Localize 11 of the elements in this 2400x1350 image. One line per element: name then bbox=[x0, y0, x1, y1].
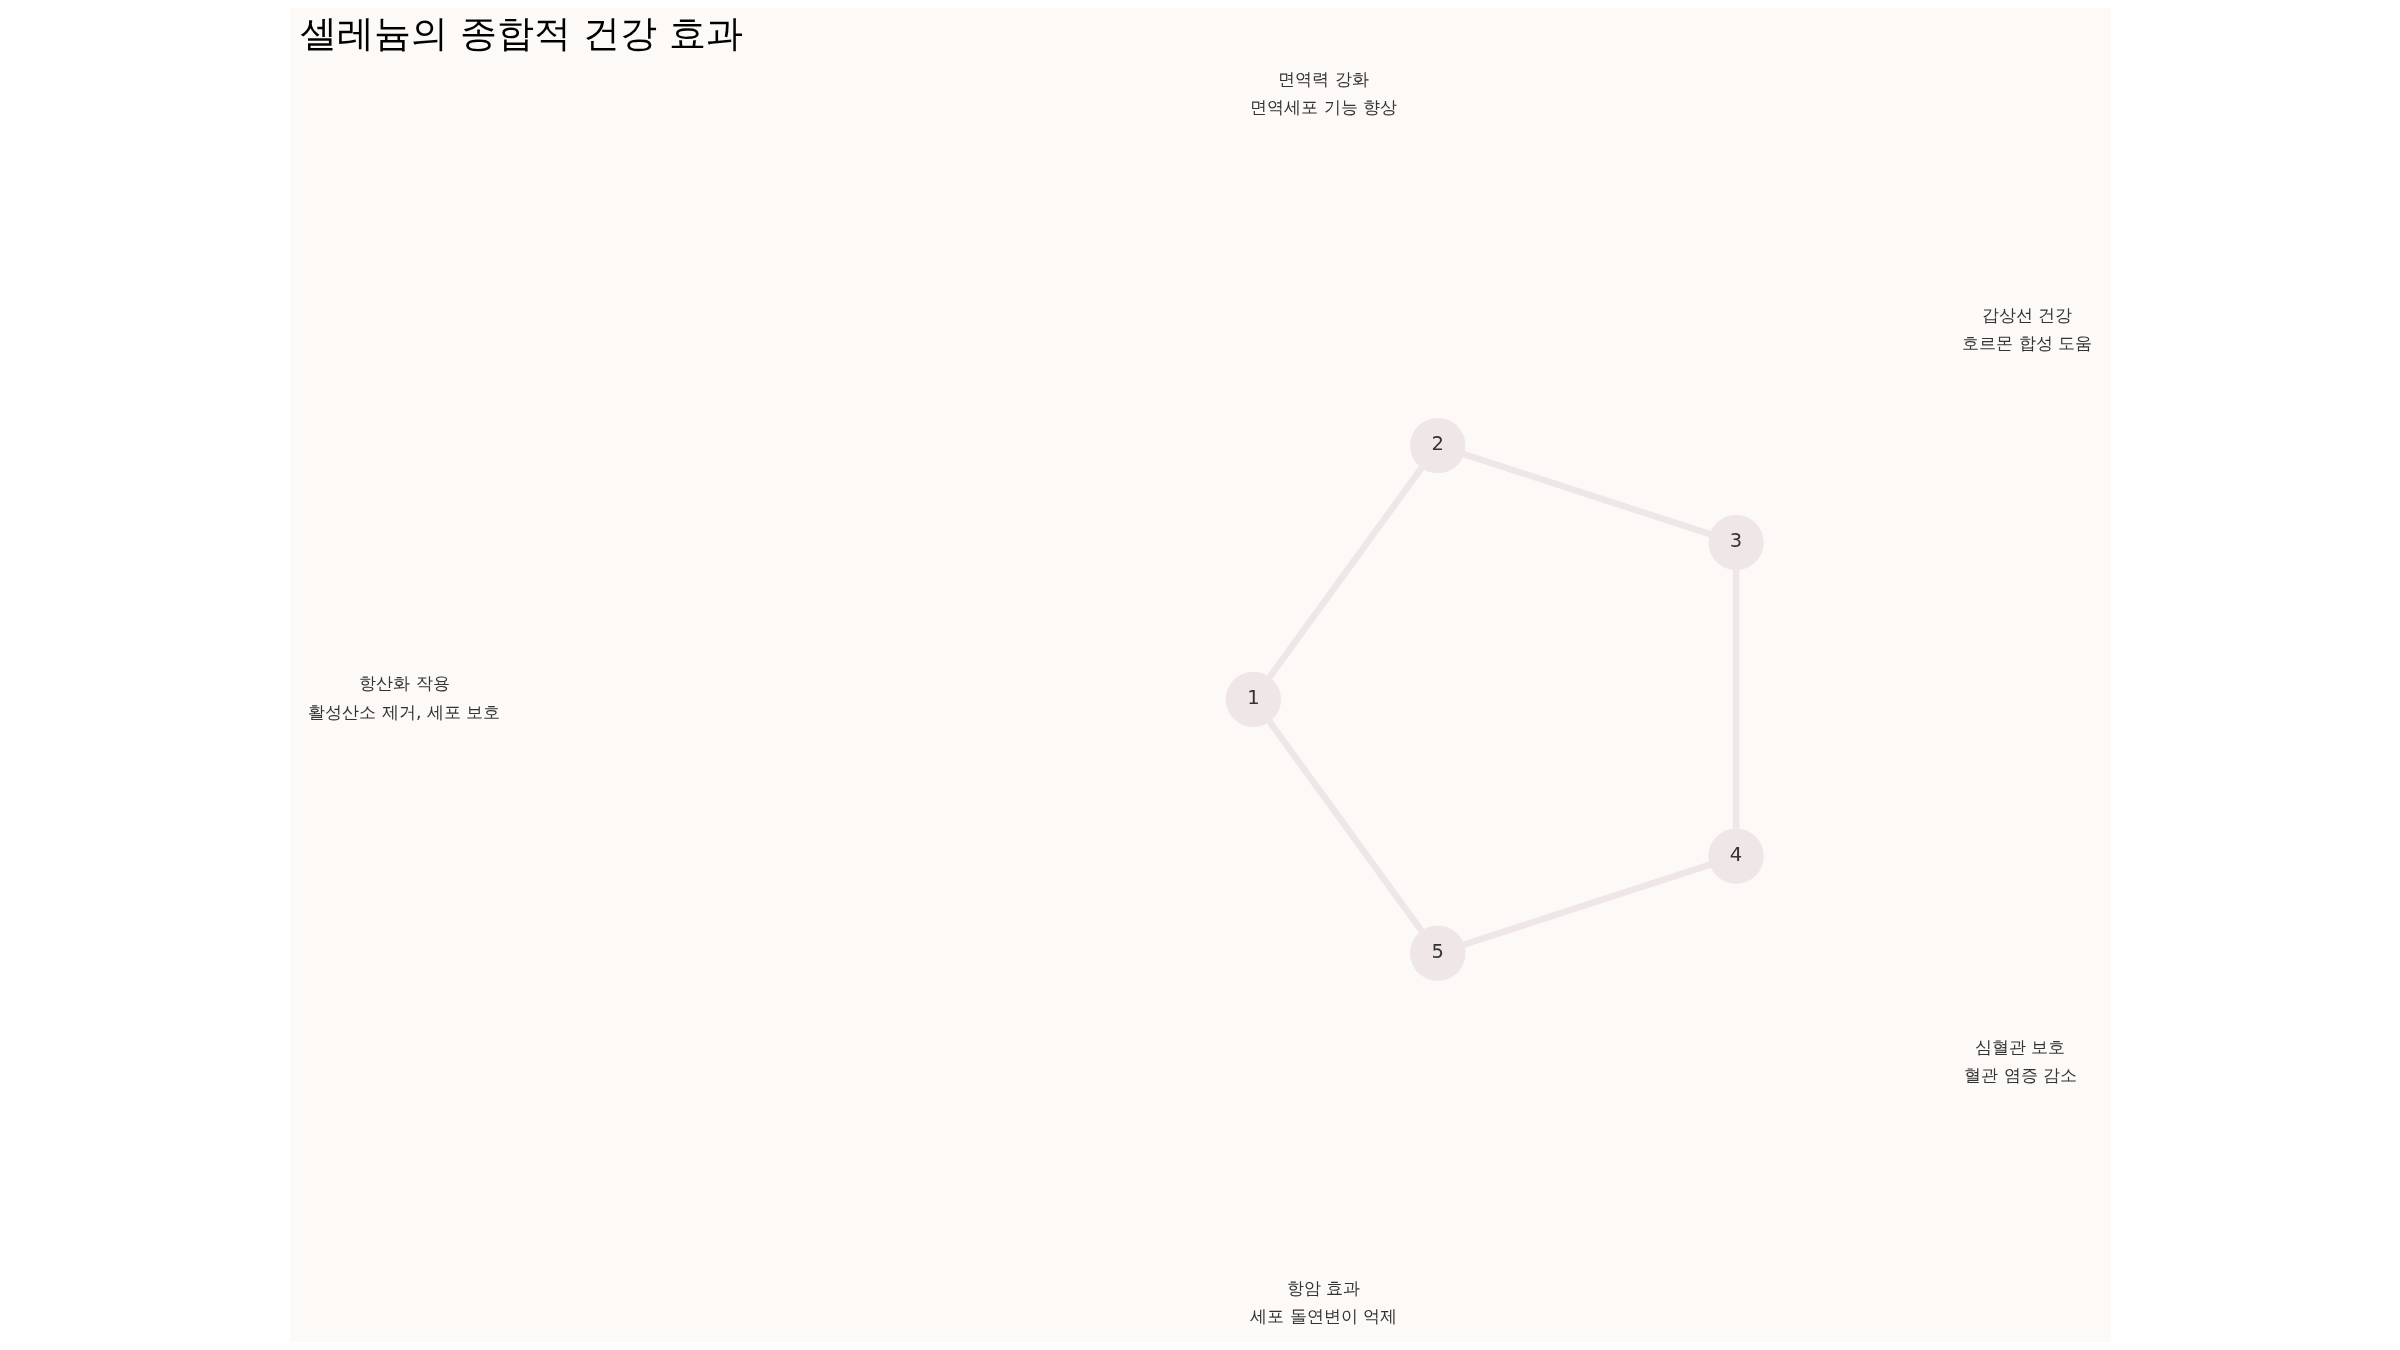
node-label: 항산화 작용 bbox=[358, 673, 450, 694]
node-label: 면역력 강화 bbox=[1277, 68, 1369, 89]
node-label: 항암 효과 bbox=[1286, 1278, 1360, 1299]
node-label: 갑상선 건강 bbox=[1981, 304, 2072, 325]
node-label: 세포 돌연변이 억제 bbox=[1249, 1306, 1397, 1327]
node-label: 호르몬 합성 도움 bbox=[1961, 333, 2092, 354]
diagram-title: 셀레늄의 종합적 건강 효과 bbox=[299, 12, 743, 56]
node-label: 면역세포 기능 향상 bbox=[1249, 97, 1397, 117]
node-label: 혈관 염증 감소 bbox=[1963, 1065, 2077, 1086]
node-label: 활성산소 제거, 세포 보호 bbox=[307, 701, 500, 722]
node-label: 심혈관 보호 bbox=[1974, 1036, 2065, 1057]
